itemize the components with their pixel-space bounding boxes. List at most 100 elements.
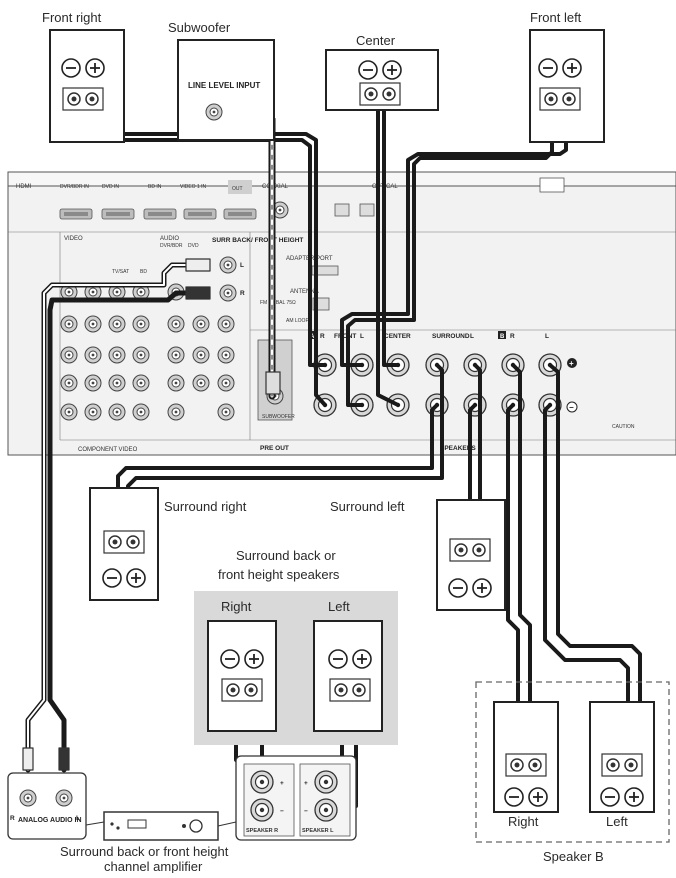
front-r-label: R — [320, 333, 325, 340]
speaker-b-left-label: Left — [606, 814, 628, 829]
video-jack[interactable] — [132, 346, 150, 364]
analog-audio-in-l-jack[interactable] — [55, 789, 73, 807]
video-jack[interactable] — [132, 315, 150, 333]
center-label: CENTER — [384, 333, 411, 340]
front-left-speaker: Front left — [529, 10, 605, 143]
back-left-label: Left — [328, 599, 350, 614]
hdmi-bd-port[interactable] — [143, 208, 177, 220]
hdmi-out-label: OUT — [232, 186, 243, 192]
surround-back-group-line2: front height speakers — [218, 567, 340, 582]
component-jack[interactable] — [132, 403, 150, 421]
subwoofer-line-input-jack[interactable] — [205, 103, 223, 121]
speaker-b-right-label: Right — [508, 814, 539, 829]
front-left-label: Front left — [530, 10, 582, 25]
video-jack[interactable] — [60, 374, 78, 392]
back-right-label: Right — [221, 599, 252, 614]
bd-label: BD — [140, 269, 147, 275]
fm-unbal-label: FM UNBAL 75Ω — [260, 300, 296, 306]
video-jack[interactable] — [108, 374, 126, 392]
component-video-label: COMPONENT VIDEO — [78, 447, 138, 453]
surr-back-pre-out-l-jack[interactable] — [219, 256, 237, 274]
audio-jack[interactable] — [192, 374, 210, 392]
dvr-bdr-in-label: DVR/BDR IN — [60, 184, 89, 190]
surround-left-label: Surround left — [330, 499, 405, 514]
bd-in-label: BD IN — [148, 184, 162, 190]
hdmi-out-port[interactable] — [223, 208, 257, 220]
b-r-label: R — [510, 333, 515, 340]
speakers-a-badge: A — [310, 334, 315, 340]
audio-jack[interactable] — [192, 346, 210, 364]
audio-jack[interactable] — [167, 374, 185, 392]
amp-in-l-label: L — [76, 815, 80, 822]
video-label: VIDEO — [64, 236, 83, 242]
dvr-bdr-label: DVR/BDR — [160, 243, 183, 249]
surround-back-group: Right Left — [194, 591, 398, 745]
audio-jack[interactable] — [217, 403, 235, 421]
video-jack[interactable] — [84, 374, 102, 392]
video-jack[interactable] — [84, 346, 102, 364]
amp-r-minus-terminal[interactable] — [250, 798, 274, 822]
receiver-rear-panel: HDMI DVR/BDR IN DVD IN BD IN VIDEO 1 IN … — [7, 171, 676, 456]
hdmi-dvr-bdr-port[interactable] — [59, 208, 93, 220]
video-jack[interactable] — [60, 346, 78, 364]
video-jack[interactable] — [108, 315, 126, 333]
audio-jack[interactable] — [217, 315, 235, 333]
channel-amplifier: R L ANALOG AUDIO IN + − + − SPEAKER R SP… — [7, 755, 357, 874]
speaker-r-label: SPEAKER R — [246, 828, 278, 834]
audio-jack[interactable] — [192, 315, 210, 333]
surround-right-speaker: Surround right — [89, 487, 247, 601]
amp-l-minus-terminal[interactable] — [314, 798, 338, 822]
video-jack[interactable] — [84, 315, 102, 333]
amp-r-plus-terminal[interactable] — [250, 770, 274, 794]
tv-sat-label: TV/SAT — [112, 269, 129, 275]
front-l-label: L — [360, 333, 364, 340]
surr-back-pre-out-r-jack[interactable] — [219, 284, 237, 302]
surround-right-label: Surround right — [164, 499, 247, 514]
video-jack[interactable] — [60, 315, 78, 333]
surround-l-label: L — [470, 333, 474, 340]
preout-rca-cable — [22, 258, 211, 773]
center-speaker: Center — [325, 33, 439, 111]
audio-jack[interactable] — [167, 403, 185, 421]
surround-left-speaker: Surround left — [330, 499, 506, 611]
audio-label: AUDIO — [160, 236, 179, 242]
amp-l-plus-terminal[interactable] — [314, 770, 338, 794]
analog-audio-in-r-jack[interactable] — [19, 789, 37, 807]
minus-polarity-label: − — [569, 403, 574, 412]
pre-out-l-label: L — [240, 262, 244, 269]
pre-out-r-label: R — [240, 290, 245, 297]
amp-r-minus-sign: − — [280, 808, 284, 815]
line-level-input-label: LINE LEVEL INPUT — [188, 81, 260, 90]
amplifier-label-line1: Surround back or front height — [60, 844, 229, 859]
subwoofer-out-label: SUBWOOFER — [262, 414, 295, 420]
speaker-b-label: Speaker B — [543, 849, 604, 864]
b-l-label: L — [545, 333, 549, 340]
plus-polarity-label: + — [569, 359, 574, 368]
amp-l-plus-sign: + — [304, 780, 308, 787]
component-jack[interactable] — [60, 403, 78, 421]
front-right-label: Front right — [42, 10, 102, 25]
surround-back-right-speaker — [207, 620, 277, 732]
antenna-label: ANTENNA — [290, 289, 319, 295]
analog-audio-in-label: ANALOG AUDIO IN — [18, 817, 82, 824]
hdmi-video1-port[interactable] — [183, 208, 217, 220]
video-jack[interactable] — [108, 346, 126, 364]
dvd-label: DVD — [188, 243, 199, 249]
optical-jack-2[interactable] — [359, 203, 375, 217]
audio-jack[interactable] — [167, 315, 185, 333]
optical-jack-1[interactable] — [334, 203, 350, 217]
audio-jack[interactable] — [167, 346, 185, 364]
front-label: FRONT — [334, 333, 356, 340]
audio-jack[interactable] — [217, 346, 235, 364]
surround-back-left-speaker — [313, 620, 383, 732]
component-jack[interactable] — [84, 403, 102, 421]
audio-jack[interactable] — [217, 374, 235, 392]
dvd-in-label: DVD IN — [102, 184, 119, 190]
hdmi-dvd-port[interactable] — [101, 208, 135, 220]
component-jack[interactable] — [108, 403, 126, 421]
surr-back-front-height-label: SURR BACK/ FRONT HEIGHT — [212, 237, 303, 244]
am-loop-label: AM LOOP — [286, 318, 309, 324]
surround-back-group-line1: Surround back or — [236, 548, 336, 563]
video-jack[interactable] — [132, 374, 150, 392]
